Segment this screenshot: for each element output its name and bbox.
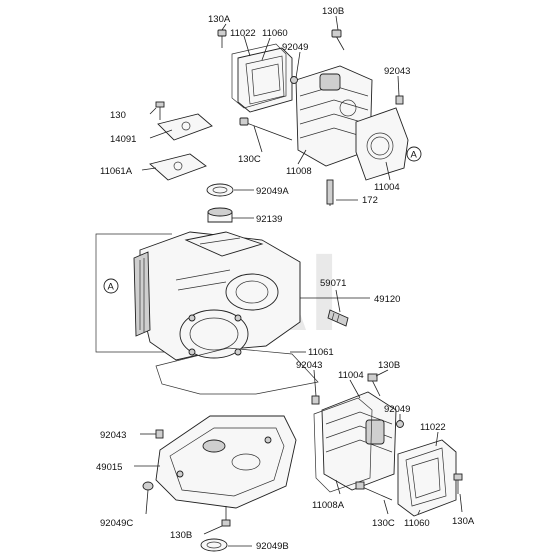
cover-gasket-top <box>231 43 287 109</box>
callout-92043-left: 92043 <box>100 430 126 441</box>
callout-11022-top: 11022 <box>230 28 256 39</box>
callout-11060-bot: 11060 <box>404 518 430 529</box>
callout-49120: 49120 <box>374 294 400 305</box>
callout-49015: 49015 <box>96 462 122 473</box>
head-gasket-top <box>355 107 409 181</box>
crankcase-main <box>133 231 301 361</box>
crankcase-gasket-11061 <box>155 347 319 395</box>
callout-130c-top: 130C <box>238 154 261 165</box>
callout-130b-bot: 130B <box>378 360 400 371</box>
callout-92049-bot: 92049 <box>384 404 410 415</box>
callout-11008a: 11008A <box>312 500 345 511</box>
leader-lines <box>134 15 463 547</box>
callout-11022-bot: 11022 <box>420 422 446 433</box>
callout-11004-bot: 11004 <box>338 370 364 381</box>
stud-172 <box>326 179 334 206</box>
head-bolt-130c-top <box>239 117 293 141</box>
callout-11060-top: 11060 <box>262 28 288 39</box>
callout-92049-top: 92049 <box>282 42 308 53</box>
callout-92139: 92139 <box>256 214 282 225</box>
callout-92043-top: 92043 <box>384 66 410 77</box>
top-cylinder-head-group: A <box>217 29 422 206</box>
oil-seal-92049b <box>200 538 228 552</box>
ref-marker-a-right <box>406 146 422 162</box>
breather-gasket-11061a <box>149 153 207 181</box>
cylinder-head-bottom <box>321 391 397 491</box>
seal-92049c <box>142 481 154 491</box>
oil-seal-92049a <box>206 183 234 197</box>
rocker-cover-top <box>237 47 293 113</box>
callout-59071: 59071 <box>320 278 346 289</box>
callout-130b-lowleft: 130B <box>170 530 192 541</box>
callout-130c-bot: 130C <box>372 518 395 529</box>
callout-11008: 11008 <box>286 166 312 177</box>
cylinder-head-top <box>295 65 373 167</box>
dowel-92043-left <box>155 429 164 439</box>
crankcase-cover-49015 <box>155 415 297 509</box>
callout-92049a: 92049A <box>256 186 289 197</box>
callout-172: 172 <box>362 195 378 206</box>
ref-marker-a-right-label: A <box>411 150 418 161</box>
dowel-92043-mid <box>311 395 320 405</box>
head-gasket-bottom <box>313 397 373 493</box>
callout-11061a: 11061A <box>100 166 133 177</box>
head-bolt-130c-bottom <box>355 481 393 501</box>
callout-92049c: 92049C <box>100 518 133 529</box>
crankcase-bracket-frame <box>95 233 172 353</box>
ref-marker-a-left <box>103 278 119 294</box>
dowel-92043-top <box>395 95 404 105</box>
callout-130a-top: 130A <box>208 14 231 25</box>
callout-92043-mid: 92043 <box>296 360 322 371</box>
callout-11004-top: 11004 <box>374 182 400 193</box>
nut-92049-top <box>290 76 298 84</box>
bolt-130a-bottom <box>453 473 463 494</box>
breather-cover <box>155 101 213 141</box>
callout-labels: 130A 11022 11060 130B 92049 92043 130 14… <box>96 6 475 552</box>
callout-130-left: 130 <box>110 110 126 121</box>
bolt-130b-top <box>331 29 345 51</box>
breather-plug-59071 <box>327 309 349 327</box>
ref-marker-a-left-label: A <box>108 282 115 293</box>
bushing-92139 <box>207 207 233 223</box>
bolt-130a-top <box>217 29 227 48</box>
callout-92049b: 92049B <box>256 541 289 552</box>
bolt-130b-bottom <box>367 373 381 397</box>
nut-92049-bottom <box>396 420 404 428</box>
callout-14091: 14091 <box>110 134 136 145</box>
callout-11061: 11061 <box>308 347 334 358</box>
rocker-cover-bottom <box>397 439 457 517</box>
callout-130a-bot: 130A <box>452 516 475 527</box>
bolt-130b-lowleft <box>221 506 231 527</box>
callout-130b-top: 130B <box>322 6 344 17</box>
